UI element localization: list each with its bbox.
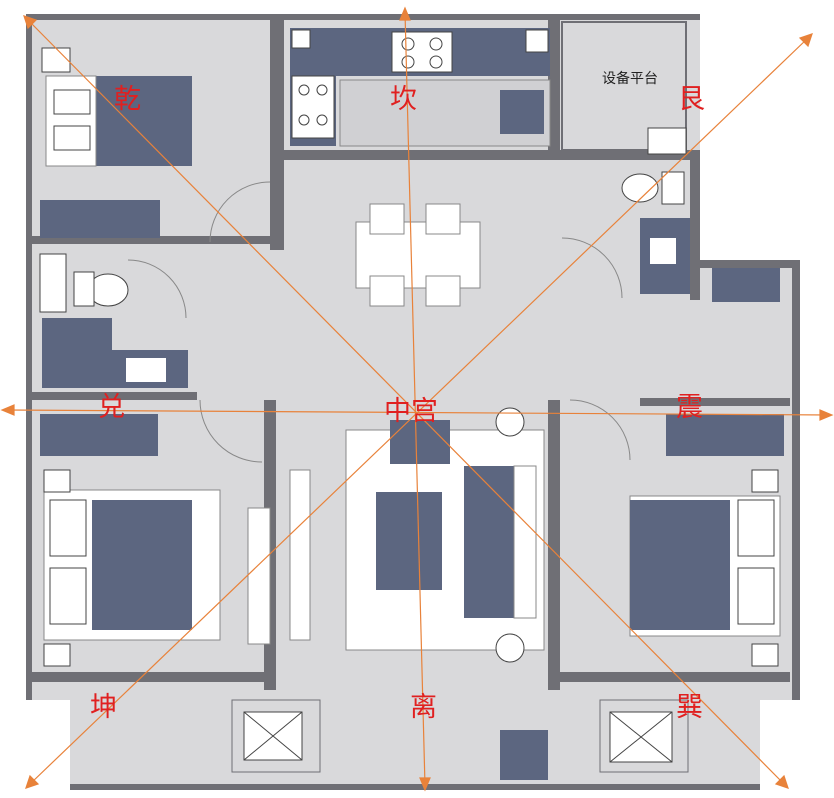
coffee-table <box>376 492 442 590</box>
bathroom-left <box>39 253 188 388</box>
trigram-labels: 乾 坎 艮 兑 中宫 震 坤 离 巽 <box>90 84 705 723</box>
cooktop-left-icon <box>291 75 335 139</box>
wardrobe-bottom-left <box>40 414 158 456</box>
washer-icon <box>647 127 687 155</box>
small-appliance <box>291 29 311 49</box>
storage-cabinet <box>500 730 548 780</box>
living-area <box>247 407 545 663</box>
shower-area <box>42 318 112 388</box>
tv-cabinet <box>289 469 311 641</box>
armchair <box>390 420 450 464</box>
outside-area-top-right <box>700 14 834 260</box>
trigram-center: 中宫 <box>384 396 438 427</box>
balconies <box>231 268 780 780</box>
trigram-zhen: 震 <box>676 392 703 423</box>
toilet-right-icon <box>621 173 659 203</box>
kitchen <box>290 28 551 147</box>
trigram-li: 离 <box>410 692 437 723</box>
trigram-dui: 兑 <box>98 392 125 423</box>
trigram-qian: 乾 <box>114 84 141 115</box>
outside-area-bottom-right <box>760 700 834 798</box>
axis-ns <box>404 11 426 787</box>
trigram-xun: 巽 <box>676 692 703 723</box>
door-swings <box>127 181 631 463</box>
sink-icon <box>525 29 549 53</box>
trigram-kun: 坤 <box>90 692 117 723</box>
wardrobe-top-left <box>40 200 160 238</box>
bathroom-right <box>621 127 690 294</box>
bedroom-bottom-left <box>40 414 221 667</box>
compass-axes <box>0 6 834 792</box>
fridge <box>500 90 544 134</box>
stove-icon <box>391 31 453 73</box>
nightstand <box>41 47 71 73</box>
bedroom-top-left <box>40 47 192 238</box>
bedroom-bottom-right <box>629 414 784 667</box>
wardrobe-bottom-right <box>666 414 784 456</box>
trigram-kan: 坎 <box>390 84 417 115</box>
dining-area <box>355 203 481 307</box>
axis-ne-sw <box>29 37 809 785</box>
lamp-icon <box>495 407 525 437</box>
equipment-platform-label: 设备平台 <box>602 70 658 87</box>
axis-nw-se <box>27 19 785 785</box>
right-wall-edge <box>796 260 800 700</box>
trigram-gen: 艮 <box>678 84 705 115</box>
